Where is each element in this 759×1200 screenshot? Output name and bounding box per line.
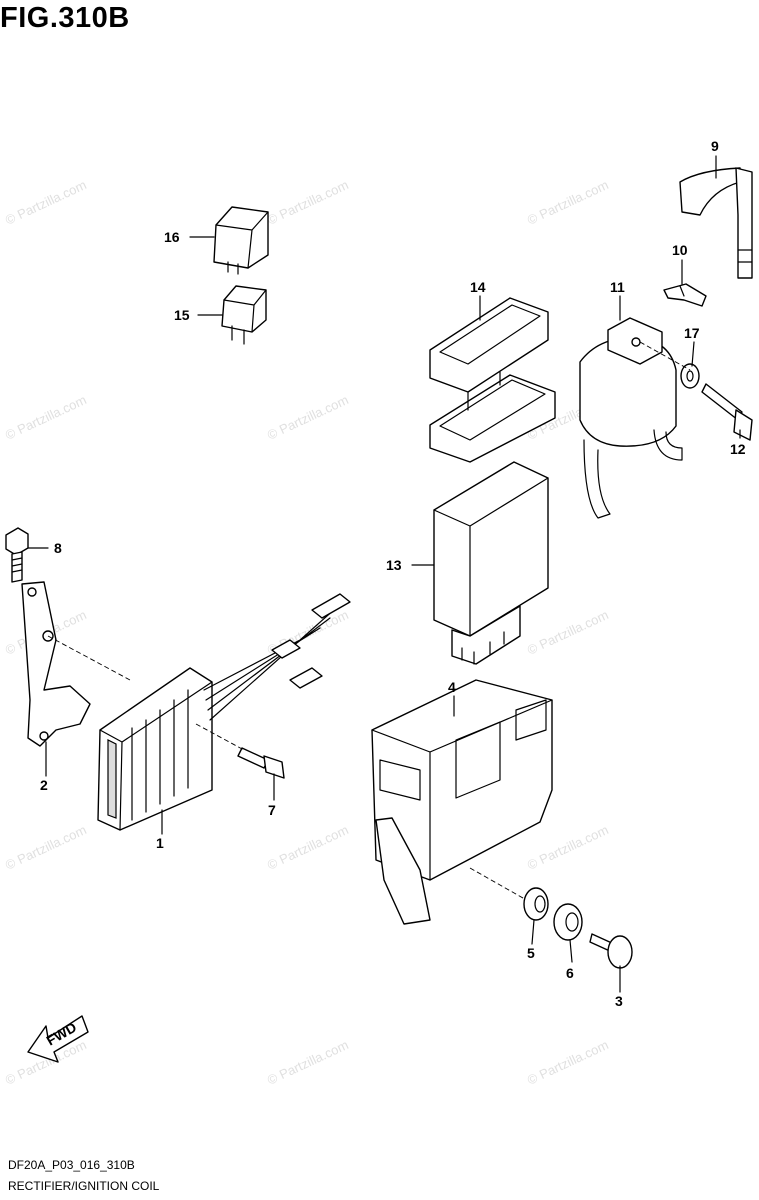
watermark: © Partzilla.com (3, 822, 89, 873)
watermark: © Partzilla.com (525, 822, 611, 873)
part-12-bolt[interactable] (701, 383, 753, 441)
watermark: © Partzilla.com (265, 822, 351, 873)
part-13-ecu[interactable] (433, 461, 549, 665)
callout-16: 16 (164, 229, 180, 245)
callout-13: 13 (386, 557, 402, 573)
watermark: © Partzilla.com (525, 177, 611, 228)
callout-15: 15 (174, 307, 190, 323)
assembly-guide-line (47, 635, 131, 681)
watermark: © Partzilla.com (265, 1037, 351, 1088)
callout-7: 7 (268, 802, 276, 818)
figure-code: DF20A_P03_016_310B (8, 1158, 135, 1172)
callout-11: 11 (610, 279, 625, 295)
assembly-guide-line (469, 867, 531, 903)
watermark: © Partzilla.com (3, 392, 89, 443)
part-6-collar[interactable] (553, 903, 583, 941)
callout-8: 8 (54, 540, 62, 556)
figure-title: FIG.310B (0, 2, 130, 34)
part-3-bolt[interactable] (589, 933, 633, 969)
callout-17: 17 (684, 325, 700, 341)
part-5-grommet[interactable] (523, 887, 549, 921)
assembly-guide-line (639, 341, 691, 371)
part-8-bolt[interactable] (5, 527, 29, 583)
callout-9: 9 (711, 138, 719, 154)
watermark: © Partzilla.com (3, 177, 89, 228)
watermark: © Partzilla.com (265, 392, 351, 443)
callout-3: 3 (615, 993, 623, 1009)
callout-6: 6 (566, 965, 574, 981)
part-15-relay[interactable] (221, 285, 267, 345)
leader-lines (27, 155, 741, 993)
part-11-ignition-coil[interactable] (579, 317, 683, 519)
callout-4: 4 (448, 679, 456, 695)
figure-name: RECTIFIER/IGNITION COIL (8, 1179, 160, 1193)
watermark: © Partzilla.com (525, 607, 611, 658)
part-7-bolt[interactable] (237, 747, 285, 779)
part-17-washer[interactable] (680, 363, 700, 389)
part-14-holder[interactable] (429, 297, 556, 463)
callout-14: 14 (470, 279, 486, 295)
callout-10: 10 (672, 242, 688, 258)
watermark: © Partzilla.com (525, 1037, 611, 1088)
part-10-clamp[interactable] (663, 283, 707, 307)
part-16-relay[interactable] (213, 206, 269, 275)
part-2-bracket[interactable] (21, 581, 91, 747)
part-1-rectifier[interactable] (97, 593, 351, 831)
part-4-ecu-bracket[interactable] (371, 679, 553, 925)
callout-2: 2 (40, 777, 48, 793)
part-callouts: 1 2 3 4 5 6 7 8 9 10 11 12 13 14 15 16 1… (40, 138, 746, 1009)
part-9-plug-cap[interactable] (679, 167, 753, 279)
assembly-guide-line (195, 723, 245, 751)
callout-1: 1 (156, 835, 164, 851)
callout-5: 5 (527, 945, 535, 961)
watermark: © Partzilla.com (265, 177, 351, 228)
callout-12: 12 (730, 441, 746, 457)
